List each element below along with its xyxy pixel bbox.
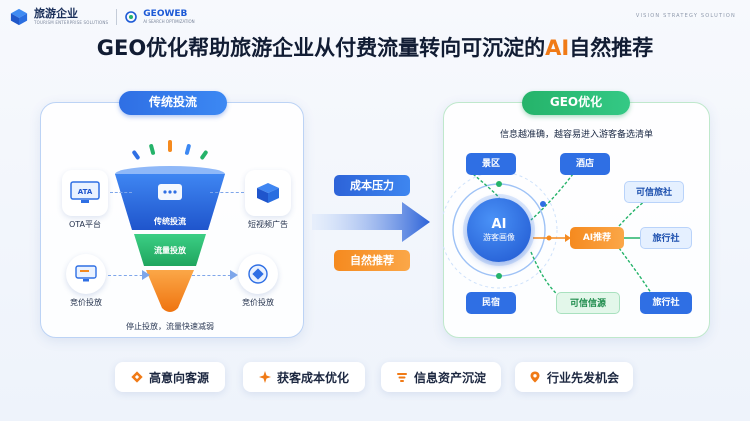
brand-logo: 旅游企业 TOURISM ENTERPRISE SOLUTIONS GEOWEB…: [10, 8, 195, 26]
benefit-label: 高意向客源: [148, 370, 209, 385]
funnel-graphic: [115, 140, 225, 312]
connector-bid-right: [192, 275, 236, 276]
geo-logo-icon: [125, 11, 138, 23]
bid-left-card: [66, 254, 106, 294]
ai-node-title: AI: [491, 216, 507, 232]
node-homestay: 民宿: [466, 292, 516, 314]
cube-logo-icon: [10, 8, 28, 26]
node-scenic: 景区: [466, 153, 516, 175]
geo-logo-subtitle: AI SEARCH OPTIMIZATION: [143, 19, 195, 24]
benefit-label: 获客成本优化: [276, 370, 349, 385]
arrow-right-icon: [142, 270, 150, 280]
ai-node-subtitle: 游客画像: [483, 232, 515, 242]
short-video-card: [245, 170, 291, 216]
funnel-mid-label: 流量投放: [154, 246, 186, 255]
sparkle-icon: [258, 371, 271, 383]
benefit-label: 行业先发机会: [546, 370, 619, 385]
bid-right-label: 竞价投放: [242, 298, 274, 307]
title-highlight: AI: [545, 36, 570, 60]
ota-badge-text: ATA: [78, 188, 93, 196]
diamond-icon: [131, 371, 143, 383]
benefit-label: 信息资产沉淀: [413, 370, 486, 385]
ota-card: ATA: [62, 170, 108, 216]
box-icon: [257, 183, 279, 203]
connector-bid-left: [108, 275, 148, 276]
node-ai-recommend: AI推荐: [570, 227, 624, 249]
logo-divider: [116, 9, 118, 25]
arrow-right-icon: [230, 270, 238, 280]
node-hotel: 酒店: [560, 153, 610, 175]
top-right-caption: VISION STRATEGY SOLUTION: [635, 13, 736, 19]
page-title: GEO优化帮助旅游企业从付费流量转向可沉淀的AI自然推荐: [0, 32, 750, 62]
big-arrow-icon: [312, 202, 430, 242]
ai-tourist-profile-node: AI 游客画像: [467, 198, 531, 262]
cost-pressure-label: 成本压力: [334, 175, 410, 196]
node-agency-1: 旅行社: [640, 227, 692, 249]
traditional-note: 停止投放，流量快速减弱: [126, 322, 214, 331]
ota-label: OTA平台: [68, 220, 102, 229]
screen-icon: [75, 265, 97, 282]
benefit-chip: 高意向客源: [115, 362, 225, 392]
node-trusted-agency: 可信旅社: [624, 181, 684, 203]
geo-logo-text: GEOWEB: [143, 9, 188, 19]
benefit-chip: 行业先发机会: [515, 362, 633, 392]
benefit-chip: 获客成本优化: [243, 362, 365, 392]
brand-name: 旅游企业: [34, 7, 78, 20]
connector-ota: [110, 192, 132, 193]
bid-left-label: 竞价投放: [70, 298, 102, 307]
connector-short-video: [210, 192, 244, 193]
traditional-title-pill: 传统投流: [119, 91, 227, 115]
node-trusted-info: 可信信源: [556, 292, 620, 314]
target-icon: [248, 264, 268, 284]
benefit-chip: 信息资产沉淀: [381, 362, 501, 392]
title-suffix: 自然推荐: [569, 36, 654, 60]
layers-icon: [396, 373, 407, 382]
title-prefix: GEO优化帮助旅游企业从付费流量转向可沉淀的: [96, 36, 546, 60]
bid-right-card: [238, 254, 278, 294]
geo-subtitle: 信息越准确，越容易进入游客备选清单: [499, 130, 653, 140]
node-agency-2: 旅行社: [640, 292, 692, 314]
geo-title-pill: GEO优化: [522, 91, 630, 115]
natural-recommend-label: 自然推荐: [334, 250, 410, 271]
monitor-icon: ATA: [70, 181, 100, 203]
brand-subtitle: TOURISM ENTERPRISE SOLUTIONS: [34, 20, 109, 25]
location-pin-icon: [530, 371, 540, 383]
funnel-top-label: 传统投流: [154, 217, 186, 226]
short-video-label: 短视频广告: [248, 220, 288, 229]
